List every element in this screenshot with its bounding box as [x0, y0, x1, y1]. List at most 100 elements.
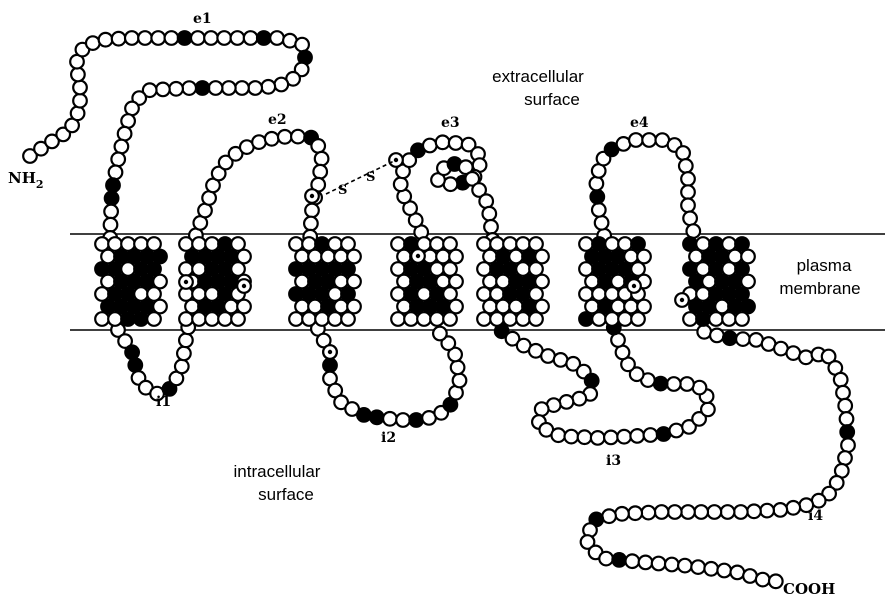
residue: [787, 501, 801, 515]
residue: [179, 334, 193, 348]
residue: [248, 81, 262, 95]
residue-marker-dot: [242, 284, 246, 288]
residue: [697, 325, 711, 339]
loop-label-i4: i4: [808, 508, 823, 524]
residue: [840, 412, 854, 426]
residue-conserved: [591, 190, 605, 204]
residue: [417, 312, 431, 326]
residue-conserved: [105, 192, 119, 206]
residue: [244, 31, 258, 45]
residue: [734, 505, 748, 519]
residue: [618, 312, 632, 326]
residue: [736, 332, 750, 346]
residue: [565, 430, 579, 444]
residue: [642, 506, 656, 520]
residue-conserved: [585, 374, 599, 388]
residue-marker-dot: [680, 298, 684, 302]
residue: [665, 558, 679, 572]
residue-conserved: [840, 425, 854, 439]
residue: [252, 135, 266, 149]
residue: [111, 153, 125, 167]
residue: [591, 431, 605, 445]
loop-label-e2: e2: [268, 112, 287, 128]
residue: [304, 217, 318, 231]
residue: [289, 312, 303, 326]
residue: [630, 429, 644, 443]
residue: [305, 204, 319, 218]
residue: [138, 31, 152, 45]
residue: [108, 312, 122, 326]
residue: [679, 159, 693, 173]
residue: [838, 399, 852, 413]
residue: [394, 178, 408, 192]
residue-conserved: [579, 312, 593, 326]
residue: [204, 31, 218, 45]
extracellular-label-line1: extracellular: [492, 67, 584, 86]
residue: [592, 312, 606, 326]
residue: [652, 557, 666, 571]
residue: [192, 312, 206, 326]
extracellular-label-line2: surface: [524, 90, 580, 109]
residue: [841, 438, 855, 452]
transmembrane-helix: [289, 237, 361, 326]
residue: [626, 554, 640, 568]
residue-marker-dot: [416, 254, 420, 258]
residue: [655, 505, 669, 519]
residue-conserved: [612, 553, 626, 567]
residue: [642, 133, 656, 147]
residue: [639, 556, 653, 570]
residue: [704, 562, 718, 576]
residue: [631, 312, 645, 326]
residue: [683, 312, 697, 326]
residue: [449, 136, 463, 150]
residue: [605, 312, 619, 326]
residue: [709, 312, 723, 326]
residue: [191, 31, 205, 45]
residue: [668, 505, 682, 519]
residue: [676, 146, 690, 160]
residue-marker-dot: [632, 284, 636, 288]
residue: [262, 80, 276, 94]
residue: [701, 403, 715, 417]
residue: [678, 559, 692, 573]
residue: [182, 81, 196, 95]
residue: [112, 32, 126, 46]
residue: [490, 312, 504, 326]
residue: [599, 552, 613, 566]
residue: [838, 451, 852, 465]
residue: [315, 152, 329, 166]
residue: [209, 81, 223, 95]
residue: [328, 312, 342, 326]
residue: [95, 312, 109, 326]
residue-conserved: [257, 31, 271, 45]
residue: [479, 194, 493, 208]
residue: [302, 312, 316, 326]
residue: [617, 430, 631, 444]
residue: [694, 505, 708, 519]
residue-conserved: [696, 312, 710, 326]
residue: [311, 139, 325, 153]
residue: [834, 373, 848, 387]
residue: [165, 31, 179, 45]
residue-conserved: [357, 408, 371, 422]
residue: [433, 327, 447, 341]
residue: [681, 199, 695, 213]
residue: [615, 507, 629, 521]
residue: [265, 132, 279, 146]
residue: [602, 509, 616, 523]
residue: [156, 83, 170, 97]
residue: [590, 177, 604, 191]
residue: [73, 94, 87, 108]
residue: [291, 130, 305, 144]
residue-conserved: [121, 312, 135, 326]
residue: [453, 374, 467, 388]
residue: [396, 413, 410, 427]
transmembrane-helix: [95, 237, 167, 326]
residue: [503, 312, 517, 326]
residue: [683, 212, 697, 226]
residue: [680, 377, 694, 391]
residue: [169, 82, 183, 96]
residue: [529, 312, 543, 326]
